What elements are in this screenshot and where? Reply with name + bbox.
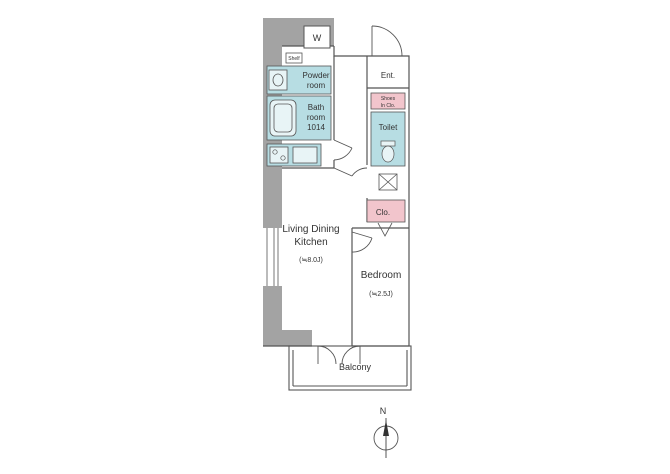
interior-partitions (282, 56, 409, 346)
bath-room-label-1: Bath (308, 103, 324, 112)
powder-room-label-2: room (307, 81, 326, 90)
entrance-label: Ent. (381, 71, 395, 80)
kitchen-sink (292, 146, 318, 164)
bath-room-label-2: room (307, 113, 326, 122)
closet (366, 199, 406, 223)
bedroom-label: Bedroom (361, 270, 402, 281)
powder-room-label-1: Powder (302, 71, 329, 80)
doors (317, 25, 403, 365)
north-label: N (380, 406, 387, 416)
powder-room-basin (272, 73, 284, 87)
shoes-closet (370, 92, 406, 110)
closet-door-mark (377, 222, 393, 237)
bedroom-area: (≒2.5J) (369, 291, 393, 298)
ldk-label-2: Kitchen (294, 237, 327, 248)
north-arrow-icon: N (373, 406, 399, 458)
ldk-area: (≒8.0J) (299, 257, 323, 264)
bathtub (269, 99, 297, 137)
balcony-label: Balcony (339, 362, 372, 372)
shelf-box (285, 52, 303, 64)
closet-label: Clo. (376, 208, 390, 217)
shoes-closet-label-2: In Clo. (381, 103, 395, 109)
ldk-label-1: Living Dining (282, 224, 339, 235)
toilet-label: Toilet (379, 123, 398, 132)
bath-room-label-3: 1014 (307, 123, 325, 132)
toilet-tank (380, 140, 396, 147)
balcony-outline (288, 345, 412, 391)
kitchen-stove (269, 146, 289, 164)
washer-box (303, 25, 331, 49)
stove-burner-1 (272, 149, 278, 155)
toilet-bowl (381, 145, 395, 163)
shelf-label: Shelf (288, 56, 300, 62)
pipe-shaft-cross-2 (378, 173, 398, 191)
stove-burner-2 (280, 155, 286, 161)
shoes-closet-label-1: Shoes (381, 96, 396, 102)
powder-room-sink (268, 69, 288, 91)
washer-label: W (313, 33, 322, 43)
ldk-window (263, 228, 282, 286)
bathtub-inner (273, 103, 293, 133)
